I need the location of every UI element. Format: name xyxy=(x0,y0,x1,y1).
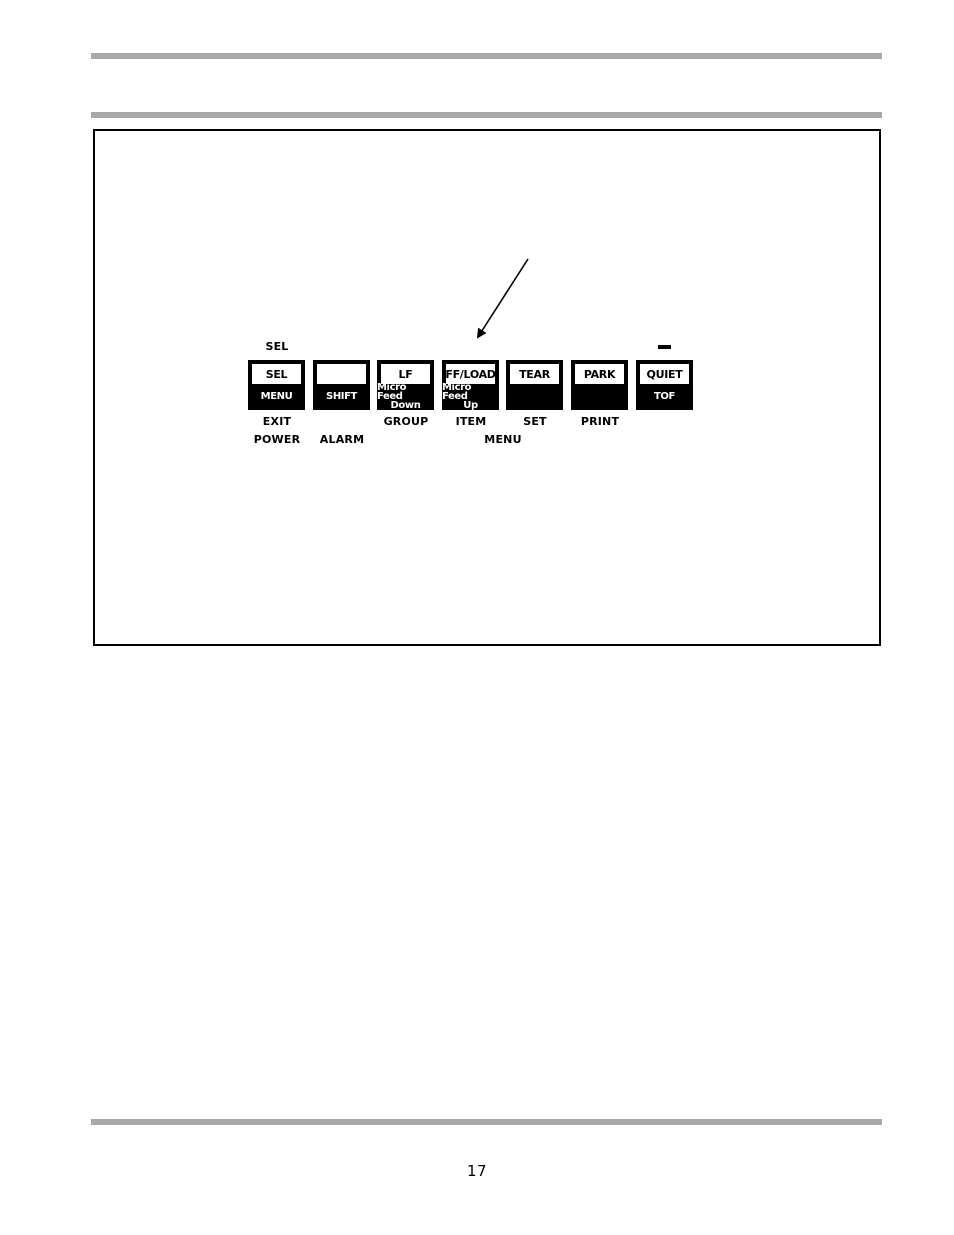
control-panel-figure: SEL SEL MENU SHIFT LF Micro Feed Down FF… xyxy=(93,129,881,646)
menu-label: MENU xyxy=(484,433,522,446)
tof-key-label: TOF xyxy=(654,390,675,402)
tear-key-label: TEAR xyxy=(510,364,559,384)
shift-button[interactable]: SHIFT xyxy=(313,360,370,410)
sel-key-label: SEL xyxy=(252,364,301,384)
park-button[interactable]: PARK xyxy=(571,360,628,410)
micro-feed-up-line1: Micro Feed xyxy=(442,382,472,402)
footer-rule xyxy=(91,1119,882,1125)
item-label: ITEM xyxy=(455,415,487,428)
shift-key-label: SHIFT xyxy=(326,390,357,402)
print-label: PRINT xyxy=(580,415,620,428)
micro-feed-up-line2: Up xyxy=(463,400,478,411)
menu-key-label: MENU xyxy=(260,390,293,402)
tear-key-sub xyxy=(506,386,563,407)
minus-icon xyxy=(658,345,671,349)
tear-button[interactable]: TEAR xyxy=(506,360,563,410)
header-rule-bottom xyxy=(91,112,882,118)
sel-menu-button[interactable]: SEL MENU xyxy=(248,360,305,410)
park-key-label: PARK xyxy=(575,364,624,384)
page-number: 17 xyxy=(466,1162,488,1180)
header-rule-top xyxy=(91,53,882,59)
group-label: GROUP xyxy=(383,415,429,428)
shift-key-face xyxy=(317,364,366,384)
micro-feed-down-line2: Down xyxy=(390,400,421,411)
set-label: SET xyxy=(523,415,547,428)
quiet-key-label: QUIET xyxy=(640,364,689,384)
sel-above-label: SEL xyxy=(265,340,289,353)
lf-button[interactable]: LF Micro Feed Down xyxy=(377,360,434,411)
power-label: POWER xyxy=(253,433,301,446)
arrow-pointer-icon xyxy=(476,258,529,339)
ff-load-key-label: FF/LOAD xyxy=(445,364,496,384)
micro-feed-down-line1: Micro Feed xyxy=(377,382,407,402)
quiet-tof-button[interactable]: QUIET TOF xyxy=(636,360,693,410)
micro-feed-down-label: Micro Feed Down xyxy=(377,382,434,411)
park-key-sub xyxy=(571,386,628,407)
exit-label: EXIT xyxy=(262,415,292,428)
ff-load-button[interactable]: FF/LOAD Micro Feed Up xyxy=(442,360,499,411)
lf-key-label: LF xyxy=(381,364,430,384)
alarm-label: ALARM xyxy=(319,433,365,446)
micro-feed-up-label: Micro Feed Up xyxy=(442,382,499,411)
